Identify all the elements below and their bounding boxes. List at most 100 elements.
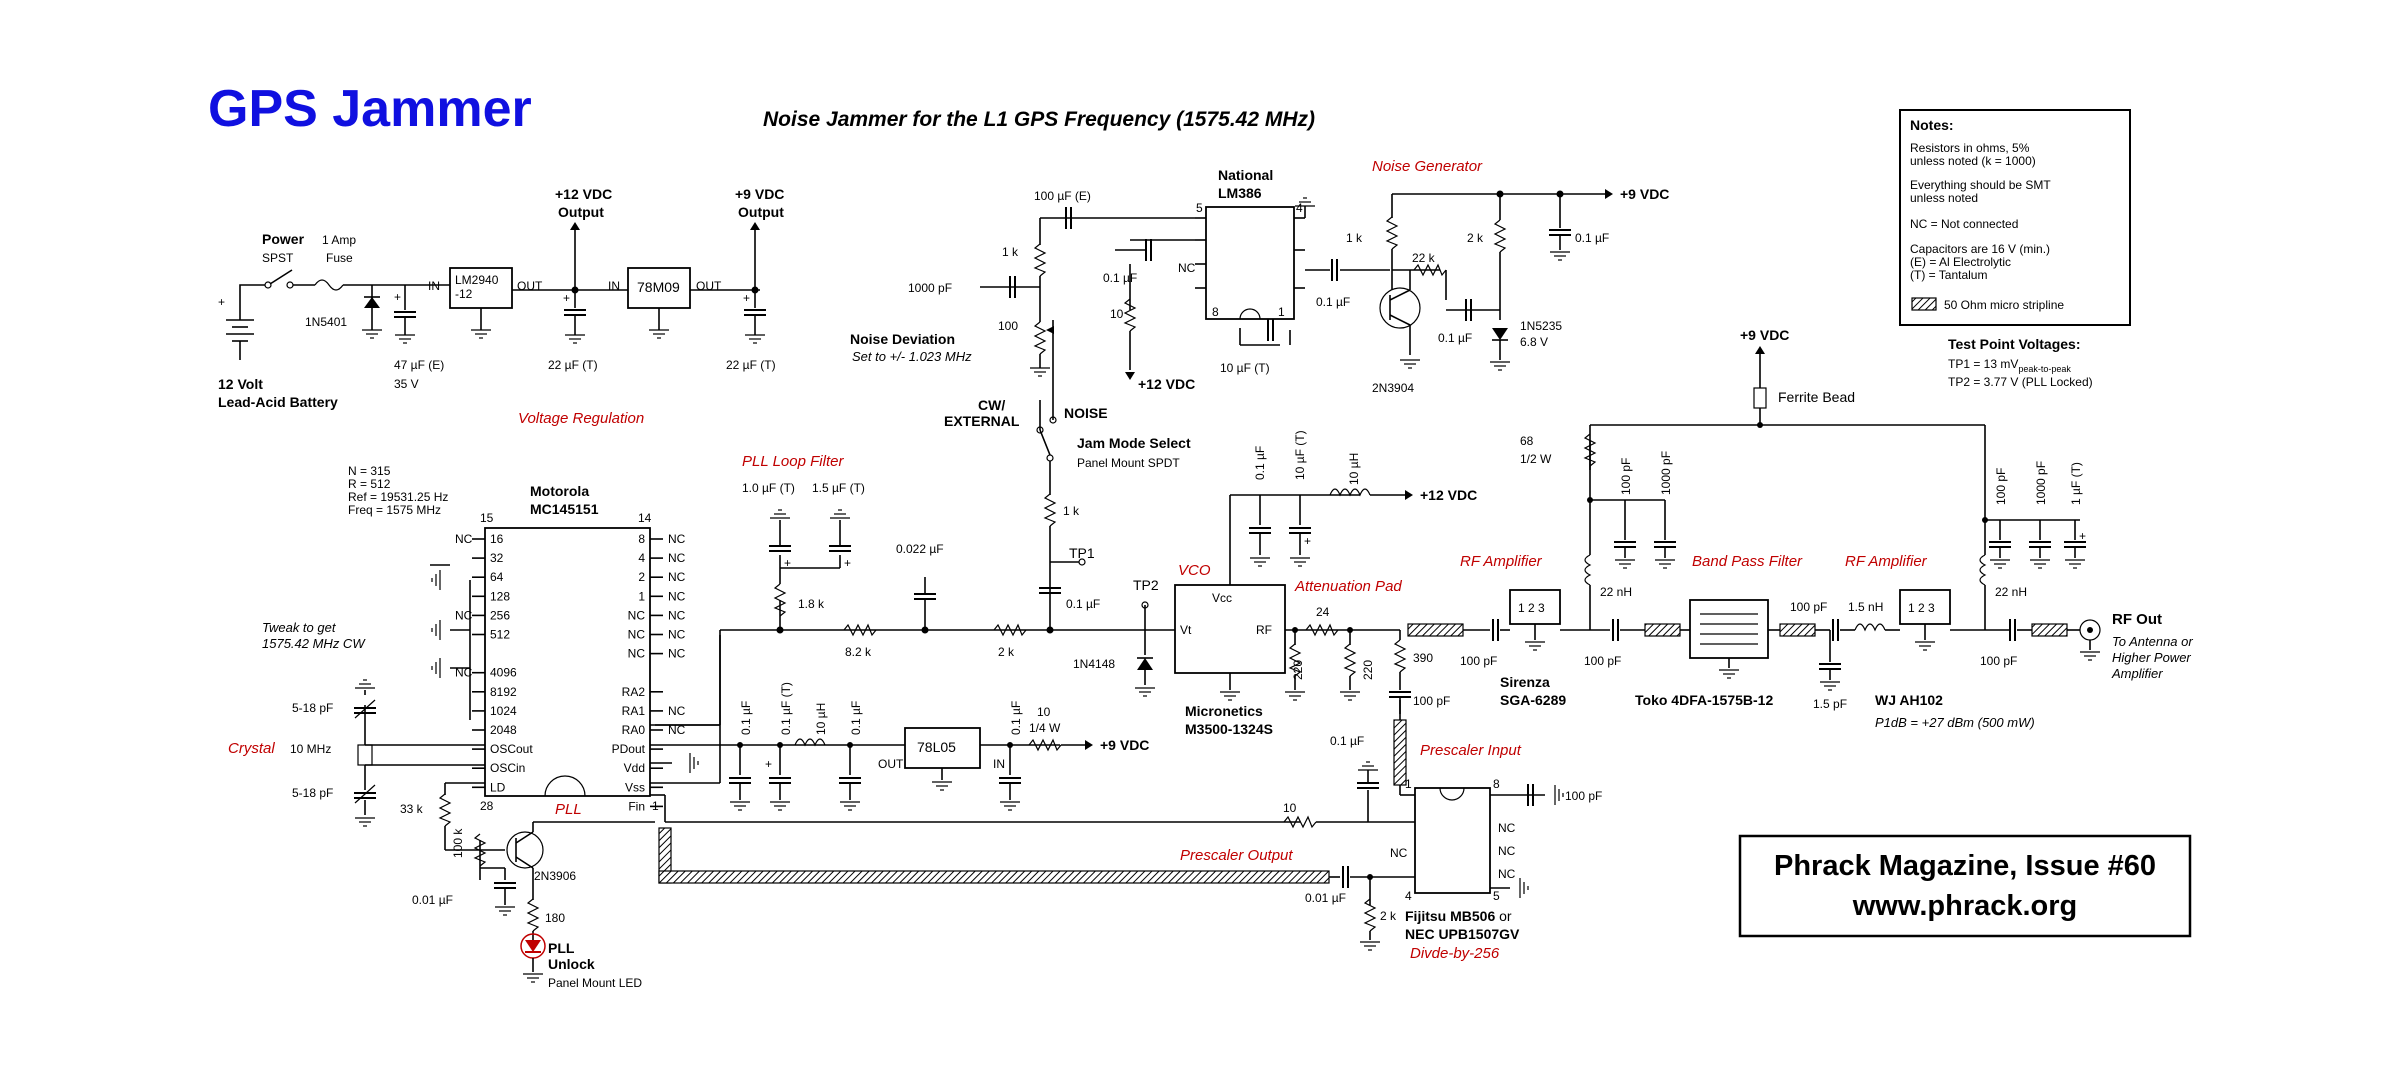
nc-label: NC (668, 532, 686, 546)
cap-label: 0.022 µF (896, 542, 944, 556)
pll-pin-labels: 1632641282565124096819210242048OSCoutOSC… (455, 532, 686, 813)
cap-label: 10 µF (T) (1220, 361, 1270, 375)
cap-label: 100 pF (1619, 458, 1633, 495)
vco-rf: RF (1256, 623, 1272, 637)
note-line: 50 Ohm micro stripline (1944, 298, 2064, 312)
cap-label: 0.01 µF (412, 893, 453, 907)
led-label: PLL (548, 940, 575, 956)
nc-label: NC (668, 628, 686, 642)
amp-part: WJ AH102 (1875, 692, 1943, 708)
section-label: Prescaler Input (1420, 742, 1522, 759)
pll-pin-label: 512 (490, 628, 510, 642)
pll-pin-label: LD (490, 780, 506, 794)
regulator-label: -12 (455, 287, 473, 301)
switch-noise-label: NOISE (1064, 405, 1108, 421)
reg-in: IN (993, 757, 1005, 771)
testpoint-label: TP2 (1133, 577, 1159, 593)
chip-part: NEC UPB1507GV (1405, 926, 1520, 942)
res-label: 10 (1283, 801, 1297, 815)
cap-label: 100 pF (1790, 600, 1827, 614)
reg-in: IN (428, 279, 440, 293)
res-label: 10 (1110, 307, 1124, 321)
fuse-label: Fuse (326, 251, 353, 265)
section-label: Prescaler Output (1180, 847, 1293, 864)
nc-label: NC (668, 647, 686, 661)
footer-url: www.phrack.org (1852, 890, 2078, 922)
nc-label: NC (668, 723, 686, 737)
supply-label: +9 VDC (1740, 327, 1789, 343)
note-line: Resistors in ohms, 5% (1910, 141, 2030, 155)
pll-pin-label: Vdd (624, 761, 645, 775)
pll-pin-label: 8192 (490, 685, 517, 699)
pll-pin-label: 64 (490, 570, 504, 584)
res-label: 24 (1316, 605, 1330, 619)
chip-maker: Motorola (530, 483, 589, 499)
cap-plus: + (765, 757, 772, 771)
nc-label: NC (1498, 844, 1516, 858)
loop-filter-section: + + PLL Loop Filter 1.0 µF (T) 1.5 µF (T… (655, 453, 1145, 726)
chip-maker: National (1218, 167, 1273, 183)
tweak-note: Tweak to get (262, 620, 337, 635)
page-title: GPS Jammer (208, 80, 532, 138)
res-label: 1.8 k (798, 597, 825, 611)
cap-label: 100 pF (1980, 654, 2017, 668)
nc-label: NC (668, 704, 686, 718)
vco-vt: Vt (1180, 623, 1192, 637)
supply-label: +12 VDC (1420, 487, 1477, 503)
cap-label: 100 µF (E) (1034, 189, 1091, 203)
res-label: 220 (1291, 660, 1305, 680)
pin-label: 28 (480, 799, 494, 813)
battery-label: Lead-Acid Battery (218, 394, 338, 410)
note-line: (E) = Al Electrolytic (1910, 255, 2011, 269)
footer-box (1738, 834, 2192, 938)
tp1-voltage: TP1 = 13 mVpeak-to-peak (1948, 357, 2071, 374)
prescaler-section: Prescaler Input Prescaler Output 0.1 µF … (1180, 700, 1602, 962)
filter-part: Toko 4DFA-1575B-12 (1635, 692, 1773, 708)
pll-pin-label: 256 (490, 608, 510, 622)
cap-label: 0.1 µF (849, 701, 863, 735)
nc-label: NC (455, 666, 473, 680)
notes-box (1899, 109, 2131, 326)
pot-label: 100 (998, 319, 1018, 333)
section-label: PLL Loop Filter (742, 453, 844, 470)
notes-header: Notes: (1910, 117, 1954, 133)
pin-label: 4 (1296, 201, 1303, 215)
led-label: Unlock (548, 956, 595, 972)
cap-label: 0.1 µF (1438, 331, 1472, 345)
pin-label: 14 (638, 511, 652, 525)
battery-plus: + (218, 295, 225, 309)
pll-pin-label: 2 (638, 570, 645, 584)
res-label: 22 k (1412, 251, 1436, 265)
note-line: unless noted (1910, 191, 1978, 205)
pin-label: 5 (1196, 201, 1203, 215)
section-label: RF Amplifier (1845, 553, 1928, 570)
supply-label: +12 VDC (1138, 376, 1195, 392)
cap-label: 0.1 µF (1066, 597, 1100, 611)
pll-pin-label: 4096 (490, 666, 517, 680)
cap-label: 100 pF (1565, 789, 1602, 803)
cap-label: 0.1 µF (1253, 446, 1267, 480)
cap-label: 0.1 µF (739, 701, 753, 735)
pll-freq: Freq = 1575 MHz (348, 503, 441, 517)
cap-label: 0.1 µF (1316, 295, 1350, 309)
pll-pin-label: 128 (490, 589, 510, 603)
stripline-legend-swatch (1911, 297, 1937, 311)
switch-sub: Panel Mount SPDT (1077, 456, 1180, 470)
cap-label: 1000 pF (1659, 451, 1673, 495)
res-label: 8.2 k (845, 645, 872, 659)
pll-pin-label: 8 (638, 532, 645, 546)
pll-pin-label: NC (628, 647, 646, 661)
cap-plus: + (743, 291, 750, 305)
vco-part: M3500-1324S (1185, 721, 1273, 737)
switch-label: SPST (262, 251, 294, 265)
inductor-label: 22 nH (1600, 585, 1632, 599)
test-points-header: Test Point Voltages: (1948, 336, 2081, 352)
pin-label: 5 (1493, 889, 1500, 903)
cap-label: 100 pF (1994, 468, 2008, 505)
res-label: 10 (1037, 705, 1051, 719)
res-label: 1 k (1346, 231, 1363, 245)
trimmer-label: 5-18 pF (292, 701, 333, 715)
amp-pins: 1 2 3 (1518, 601, 1545, 615)
res-label: 1/2 W (1520, 452, 1552, 466)
